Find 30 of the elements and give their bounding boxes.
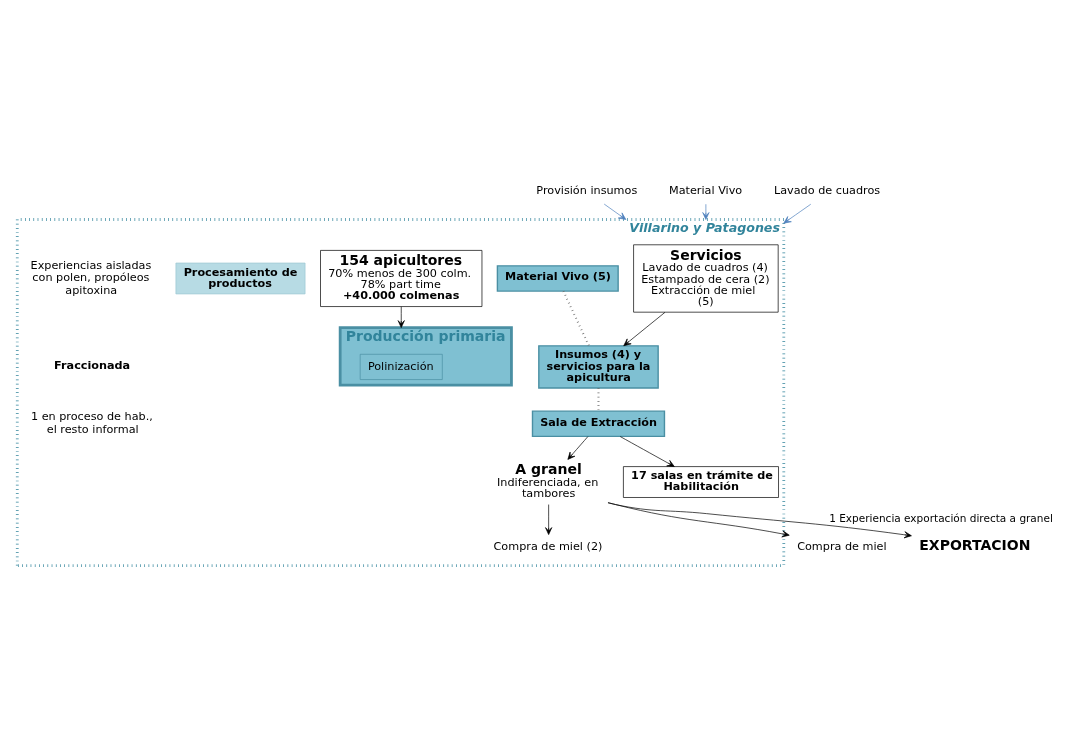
node-box: Servicios Lavado de cuadros (4) Estampado de cera (2) Extracción de miel (5) (633, 243, 779, 313)
label: Fraccionada (54, 358, 131, 372)
arrow (607, 501, 790, 537)
label: Experiencias aisladas con polen, propóleos apitoxina (30, 258, 152, 297)
edge-label: 1 Experiencia exportación directa a granel (829, 511, 1053, 524)
arrow (607, 502, 912, 538)
node-text: EXPORTACION (919, 536, 1031, 553)
node-box: 17 salas en trámite de Habilitación (623, 465, 779, 498)
node-text: Provisión insumos (536, 183, 638, 197)
node-text: Lavado de cuadros (773, 183, 881, 197)
node-box: Insumos (4) y servicios para la apicultura (538, 344, 659, 389)
node-box: 154 apicultores 70% menos de 300 colm. 78% part time +40.000 colmenas (320, 249, 483, 307)
node-box: Material Vivo (5) (496, 264, 619, 292)
connector (597, 387, 600, 411)
node-box: Polinización (359, 353, 443, 380)
arrow (567, 435, 589, 460)
label: 1 en proceso de hab., el resto informal (30, 409, 153, 436)
arrow (619, 435, 675, 467)
node-box: Sala de Extracción (531, 409, 666, 437)
arrow (397, 305, 405, 328)
node-text: Material Vivo (669, 183, 743, 197)
node-box: Procesamiento de productos (175, 262, 306, 294)
node-text: Compra de miel (797, 539, 887, 553)
node-text: Compra de miel (2) (493, 539, 603, 553)
arrow (623, 311, 666, 346)
node-text: A granel Indiferenciada, en tambores (497, 460, 599, 500)
arrow (603, 203, 627, 220)
arrow (783, 203, 812, 223)
arrow (702, 203, 710, 220)
arrow (545, 503, 553, 535)
